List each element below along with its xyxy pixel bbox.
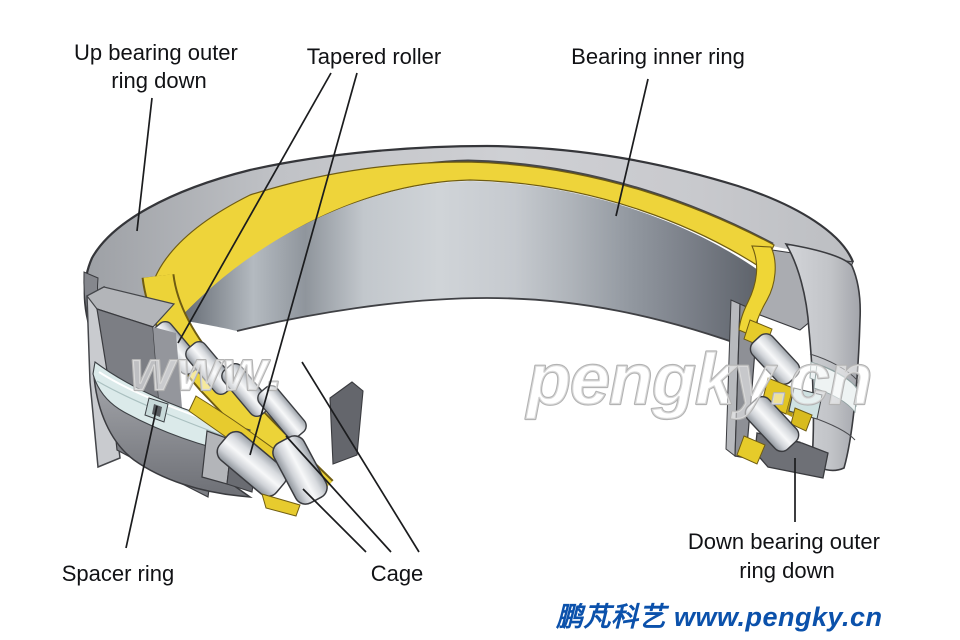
tapered-roller-lower-1: [216, 430, 288, 498]
labels: Up bearing outer ring down Tapered rolle…: [62, 40, 886, 586]
label-spacer-ring: Spacer ring: [62, 561, 175, 586]
leader-up-outer-ring: [136, 97, 153, 232]
tapered-roller-upper-4: [257, 384, 307, 440]
bore-wall-bottom-edge: [236, 297, 756, 351]
leader-cage-3: [301, 361, 420, 553]
cage-bottom-sliver: [261, 493, 301, 517]
leader-cage-1: [302, 488, 367, 553]
up-outer-ring-top-facet: [86, 286, 176, 328]
up-outer-ring-step-facet: [153, 327, 182, 408]
left-cut-section: [83, 271, 364, 517]
tapered-roller-upper-2: [185, 340, 235, 396]
leader-inner-ring: [615, 78, 649, 217]
watermark-www: www.: [130, 339, 285, 403]
leader-tapered-roller-a: [177, 72, 332, 344]
outer-ring-right-wedge: [329, 381, 364, 465]
right-outer-wall: [784, 242, 862, 472]
leader-tapered-roller-b: [249, 72, 358, 456]
label-up-outer-ring: Up bearing outer ring down: [74, 40, 244, 93]
tapered-roller-right-upper: [749, 333, 801, 385]
leader-lines: [125, 72, 796, 553]
tapered-roller-upper-3: [221, 362, 271, 418]
watermark-pengky: pengky.cn: [525, 340, 871, 420]
spacer-outer-band: [813, 363, 858, 414]
inner-ring-bore-wall: [178, 181, 758, 350]
footer-site-text: 鹏芃科艺 www.pengky.cn: [555, 602, 883, 632]
label-cage: Cage: [371, 561, 424, 586]
right-cut-section: [725, 242, 862, 479]
label-down-outer-ring: Down bearing outer ring down: [688, 529, 886, 583]
down-outer-ring-wall-fill: [96, 380, 238, 494]
label-inner-ring: Bearing inner ring: [571, 44, 745, 69]
cage-patch-lower-right: [790, 407, 813, 432]
wall-groove-top-line: [809, 353, 858, 381]
tapered-roller-lower-2: [272, 435, 328, 505]
leader-cage-2: [285, 435, 392, 553]
cage-patch-lower-left: [736, 435, 766, 465]
leader-spacer-ring: [125, 405, 158, 549]
tapered-roller-right-lower: [744, 395, 800, 453]
label-tapered-roller: Tapered roller: [307, 44, 442, 69]
ring-outer-edge: [83, 144, 855, 355]
